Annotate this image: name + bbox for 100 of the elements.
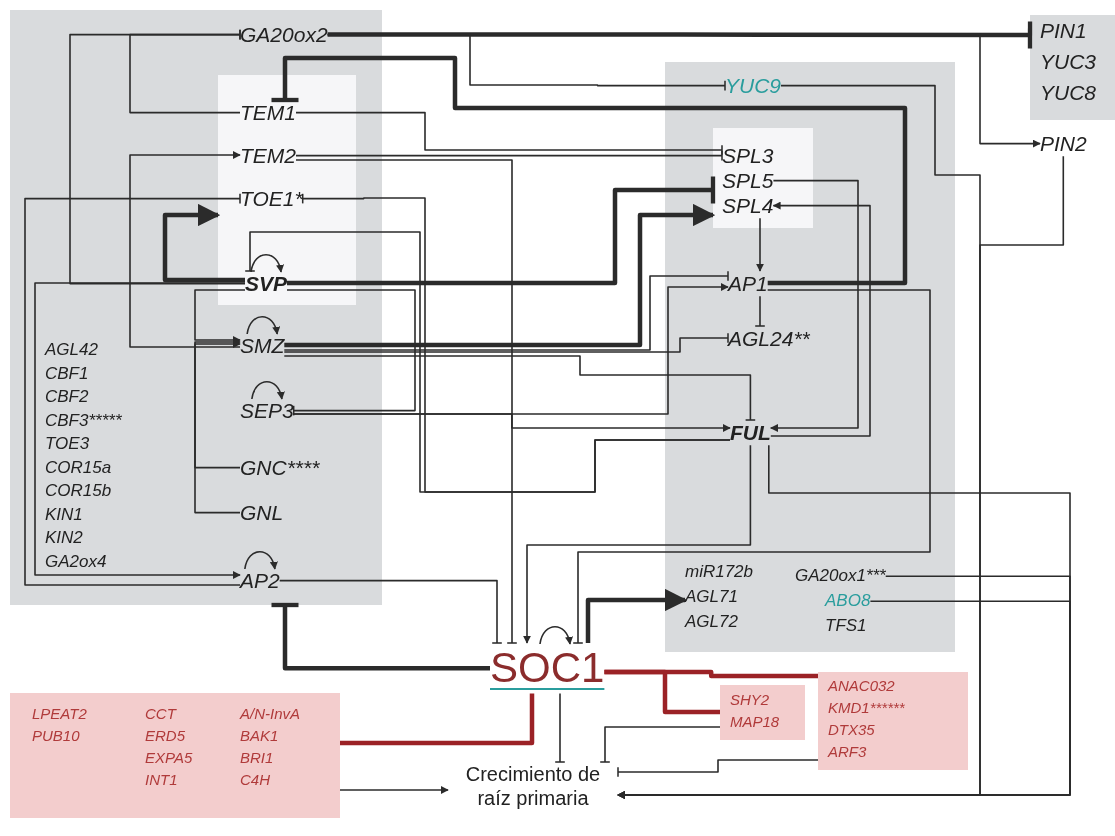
gene-label: EXPA5 — [145, 749, 193, 767]
gene-label: GA2ox4 — [45, 551, 107, 572]
activation-arrow — [339, 786, 449, 794]
target-gene-panel — [720, 685, 805, 740]
gene-label: BAK1 — [240, 727, 279, 745]
gene-label: FUL — [730, 420, 771, 446]
gene-label: C4H — [240, 771, 270, 789]
gene-label: TOE3 — [45, 434, 90, 455]
activation-arrow — [523, 444, 752, 644]
gene-label: YUC9 — [725, 73, 782, 99]
gene-label: BRI1 — [240, 749, 274, 767]
activation-arrow — [194, 289, 246, 344]
gene-label: MAP18 — [730, 713, 780, 731]
gene-label: PUB10 — [32, 727, 80, 745]
inhibition-line — [286, 289, 416, 417]
self-activation-arrow — [539, 625, 573, 645]
connector-line — [604, 669, 720, 715]
activation-arrow — [770, 179, 859, 432]
inhibition-line — [283, 355, 756, 421]
activation-arrow — [162, 203, 245, 283]
gene-label: SPL3 — [722, 143, 774, 169]
inhibition-line — [244, 231, 731, 493]
gene-subgroup-panel — [218, 75, 356, 305]
gene-label: ERD5 — [145, 727, 185, 745]
gene-label: ANAC032 — [828, 677, 895, 695]
activation-arrow — [617, 84, 981, 799]
gene-label: PIN2 — [1040, 131, 1087, 157]
gene-label: A/N-InvA — [240, 705, 300, 723]
gene-label: TEM1 — [240, 100, 296, 126]
gene-subgroup-panel — [713, 128, 813, 228]
gene-label: miR172b — [685, 562, 754, 583]
inhibition-line — [326, 33, 726, 92]
self-activation-arrow — [251, 380, 285, 400]
gene-label: SMZ — [240, 333, 285, 359]
gene-label: CBF1 — [45, 363, 89, 384]
activation-arrow — [292, 283, 729, 415]
inhibition-line — [278, 579, 503, 644]
activation-arrow — [770, 201, 871, 437]
self-activation-arrow — [244, 550, 278, 570]
target-gene-panel — [818, 672, 968, 770]
inhibition-line — [754, 295, 766, 327]
inhibition-line — [617, 759, 819, 778]
gene-label: AGL72 — [685, 612, 738, 633]
gene-group-panel — [10, 10, 382, 605]
inhibition-line — [295, 111, 723, 156]
activation-arrow — [129, 151, 241, 348]
gene-label: KIN1 — [45, 504, 83, 525]
process-label: Crecimiento de raíz primaria — [448, 762, 618, 810]
inhibition-line — [295, 159, 518, 644]
activation-arrow — [756, 217, 764, 272]
gene-label: GA20ox2 — [240, 22, 328, 48]
gene-label: GA20ox1*** — [795, 566, 886, 587]
gene-label: KMD1****** — [828, 699, 905, 717]
activation-arrow — [194, 340, 241, 514]
self-activation-arrow — [250, 253, 284, 273]
gene-label: PIN1 — [1040, 18, 1087, 44]
gene-label: ABO8 — [825, 591, 871, 612]
gene-group-panel — [1030, 15, 1115, 120]
gene-label: AP1 — [728, 271, 768, 297]
gene-label: TOE1* — [240, 186, 303, 212]
gene-label: SOC1 — [490, 643, 605, 694]
inhibition-line — [269, 55, 908, 286]
gene-label: GNC**** — [240, 455, 320, 481]
gene-label: COR15a — [45, 457, 112, 478]
gene-label: TFS1 — [825, 616, 867, 637]
inhibition-line — [572, 289, 931, 644]
inhibition-line — [283, 270, 729, 351]
self-activation-arrow — [246, 315, 280, 335]
inhibition-line — [269, 602, 490, 671]
gene-label: ARF3 — [828, 743, 867, 761]
gene-group-panel — [665, 62, 955, 652]
gene-label: COR15b — [45, 481, 112, 502]
gene-label: YUC3 — [1040, 49, 1097, 75]
inhibition-line — [599, 726, 721, 763]
gene-label: KIN2 — [45, 528, 83, 549]
activation-arrow — [585, 588, 688, 643]
gene-label: SPL4 — [722, 193, 774, 219]
gene-label: SPL5 — [722, 168, 774, 194]
gene-label: SHY2 — [730, 691, 770, 709]
activation-arrow — [34, 282, 246, 579]
gene-label: INT1 — [145, 771, 178, 789]
gene-label: AP2 — [240, 568, 280, 594]
gene-label: AGL24** — [728, 326, 810, 352]
gene-label: CCT — [145, 705, 176, 723]
gene-label: CBF3***** — [45, 410, 122, 431]
target-gene-panel — [10, 693, 340, 818]
gene-label: LPEAT2 — [32, 705, 87, 723]
gene-label: DTX35 — [828, 721, 875, 739]
inhibition-line — [327, 19, 1033, 51]
connector-line — [340, 693, 535, 746]
inhibition-line — [554, 692, 566, 763]
inhibition-line — [283, 332, 729, 353]
inhibition-line — [24, 193, 241, 586]
gene-label: SEP3 — [240, 398, 294, 424]
inhibition-line — [287, 174, 716, 286]
activation-arrow — [194, 338, 241, 469]
activation-arrow — [284, 203, 716, 348]
gene-label: TEM2 — [240, 143, 296, 169]
gene-label: CBF2 — [45, 387, 89, 408]
gene-label: AGL42 — [45, 340, 98, 361]
